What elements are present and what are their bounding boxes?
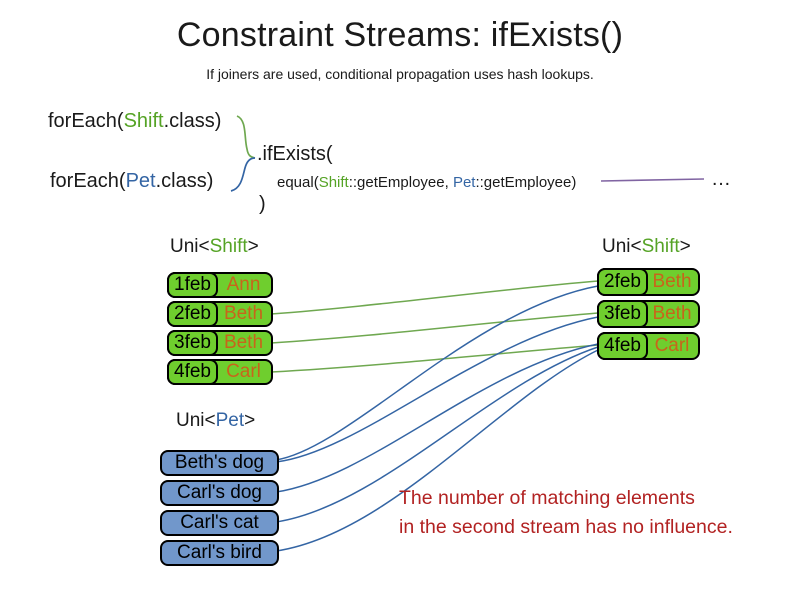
shift-row: 2feb Beth (167, 301, 273, 327)
right-shift-table: 2feb Beth 3feb Beth 4feb Carl (597, 268, 700, 364)
label-text: > (679, 236, 691, 257)
shift-employee-cell: Beth (652, 303, 692, 324)
shift-class-token: Shift (318, 174, 349, 191)
code-text: .class) (163, 110, 222, 132)
shift-employee-cell: Beth (223, 332, 264, 353)
pet-table: Beth's dog Carl's dog Carl's cat Carl's … (160, 450, 279, 570)
blue-link-carls-dog-4feb (275, 343, 599, 493)
label-text: Uni< (176, 410, 216, 431)
shift-date-cell: 2feb (597, 268, 648, 296)
blue-link-beths-dog-3feb (275, 316, 599, 463)
pet-class-token: Pet (215, 410, 245, 431)
code-text: forEach( (48, 110, 124, 132)
code-ifexists: .ifExists( (257, 143, 333, 165)
green-link-3feb (270, 312, 599, 344)
page-title: Constraint Streams: ifExists() (176, 16, 624, 54)
code-text: ::getEmployee, (348, 174, 453, 191)
note-line1: The number of matching elements (399, 487, 695, 509)
code-foreach-shift: forEach(Shift.class) (48, 110, 221, 133)
code-foreach-pet: forEach(Pet.class) (50, 170, 213, 193)
label-text: Uni< (602, 236, 642, 257)
shift-employee-cell: Carl (654, 335, 690, 356)
blue-link-carls-bird-4feb (275, 349, 599, 552)
code-text: .class) (155, 170, 214, 192)
right-shift-table-label: Uni<Shift> (602, 236, 691, 258)
shift-date-cell: 3feb (167, 330, 218, 356)
pet-row: Carl's dog (160, 480, 279, 506)
brace-top-connector (236, 115, 256, 159)
pet-row: Carl's bird (160, 540, 279, 566)
shift-employee-cell: Beth (652, 271, 692, 292)
shift-row: 3feb Beth (167, 330, 273, 356)
code-close-paren: ) (259, 193, 266, 215)
shift-date-cell: 3feb (597, 300, 648, 328)
code-text: forEach( (50, 170, 126, 192)
joiner-line (600, 178, 705, 182)
shift-class-token: Shift (641, 236, 680, 257)
brace-bottom-connector (230, 157, 256, 192)
blue-link-carls-cat-4feb (275, 346, 599, 523)
label-text: > (247, 236, 259, 257)
green-link-2feb (270, 280, 599, 315)
code-text: ::getEmployee) (475, 174, 577, 191)
label-text: Uni< (170, 236, 210, 257)
shift-date-cell: 4feb (597, 332, 648, 360)
shift-employee-cell: Carl (226, 361, 261, 382)
shift-date-cell: 4feb (167, 359, 218, 385)
green-link-4feb (270, 344, 599, 373)
left-shift-table: 1feb Ann 2feb Beth 3feb Beth 4feb Carl (167, 272, 273, 388)
ellipsis-text: … (711, 168, 731, 190)
shift-employee-cell: Beth (223, 303, 264, 324)
shift-date-cell: 2feb (167, 301, 218, 327)
code-text: equal( (277, 174, 319, 191)
pet-class-token: Pet (125, 170, 156, 192)
pet-class-token: Pet (452, 174, 476, 191)
label-text: > (244, 410, 256, 431)
shift-row: 4feb Carl (597, 332, 700, 360)
page-subtitle: If joiners are used, conditional propaga… (206, 66, 594, 82)
pet-row: Beth's dog (160, 450, 279, 476)
left-shift-table-label: Uni<Shift> (170, 236, 259, 258)
code-equal-joiner: equal(Shift::getEmployee, Pet::getEmploy… (277, 174, 576, 191)
shift-employee-cell: Ann (226, 274, 261, 295)
shift-row: 3feb Beth (597, 300, 700, 328)
note-text: The number of matching elements in the se… (399, 484, 733, 542)
pet-table-label: Uni<Pet> (176, 410, 255, 432)
pet-row: Carl's cat (160, 510, 279, 536)
shift-row: 4feb Carl (167, 359, 273, 385)
shift-class-token: Shift (123, 110, 164, 132)
shift-row: 1feb Ann (167, 272, 273, 298)
shift-row: 2feb Beth (597, 268, 700, 296)
blue-link-beths-dog-2feb (275, 285, 599, 461)
note-line2: in the second stream has no influence. (399, 516, 733, 538)
shift-date-cell: 1feb (167, 272, 218, 298)
shift-class-token: Shift (209, 236, 248, 257)
